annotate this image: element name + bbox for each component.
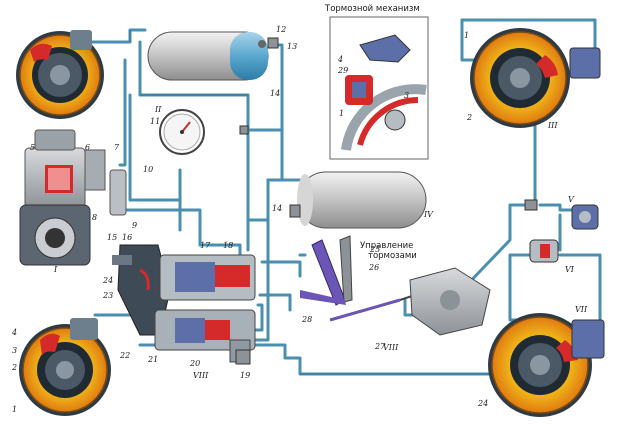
label-1-inset: 1 xyxy=(339,109,344,118)
label-roman-iii: III xyxy=(547,121,558,130)
front-right-brake-drum xyxy=(470,28,601,128)
label-2-bottom-left: 2 xyxy=(11,363,17,372)
label-roman-vii: VII xyxy=(575,305,588,314)
label-14-top: 14 xyxy=(270,89,280,98)
label-26: 26 xyxy=(368,263,379,272)
label-4-bottom-left: 4 xyxy=(11,328,17,337)
label-8: 8 xyxy=(92,213,97,222)
parking-brake-valve xyxy=(409,267,491,336)
label-roman-v: V xyxy=(568,195,575,204)
label-27: 27 xyxy=(374,342,386,351)
rear-right-brake-drum xyxy=(488,313,605,417)
pipe-fittings xyxy=(235,37,538,365)
label-roman-vi: VI xyxy=(565,265,575,274)
label-28: 28 xyxy=(301,315,312,324)
label-24-left: 24 xyxy=(102,276,113,285)
valve-v xyxy=(571,204,599,230)
label-roman-iv: IV xyxy=(423,210,434,219)
label-9: 9 xyxy=(132,221,137,230)
label-23: 23 xyxy=(102,291,113,300)
label-2-top-right: 2 xyxy=(466,113,472,122)
label-20: 20 xyxy=(189,359,200,368)
label-roman-viii-left: VIII xyxy=(193,371,209,380)
label-roman-i-compressor: I xyxy=(53,265,58,274)
label-16: 16 xyxy=(122,233,132,242)
controls-caption-line2: тормозами xyxy=(368,251,417,261)
label-17: 17 xyxy=(200,241,211,250)
label-4-inset: 4 xyxy=(337,55,343,64)
label-18: 18 xyxy=(223,241,233,250)
inset-title: Тормозной механизм xyxy=(324,4,420,14)
label-19: 19 xyxy=(240,371,250,380)
label-29: 29 xyxy=(337,66,348,75)
label-11: 11 xyxy=(150,117,160,126)
label-1-bottom-left: 1 xyxy=(12,405,17,414)
label-roman-viii-right: VIII xyxy=(383,343,399,352)
controls-caption-line1: Управление xyxy=(360,241,413,251)
label-3-bottom-left: 3 xyxy=(12,346,17,355)
brake-valve-assembly xyxy=(112,244,256,363)
brake-mechanism-inset xyxy=(329,16,429,160)
label-12: 12 xyxy=(276,25,286,34)
label-5: 5 xyxy=(30,143,35,152)
pressure-gauge xyxy=(159,109,205,155)
brake-controls xyxy=(300,235,431,322)
label-1-top-right: 1 xyxy=(464,31,469,40)
label-22: 22 xyxy=(119,351,130,360)
air-tank-iv xyxy=(297,171,427,229)
air-tank-12 xyxy=(147,31,269,81)
label-14-mid: 14 xyxy=(272,204,282,213)
label-24-right: 24 xyxy=(477,399,488,408)
label-10: 10 xyxy=(143,165,153,174)
label-6: 6 xyxy=(85,143,90,152)
label-roman-ii: II xyxy=(154,105,162,114)
label-25: 25 xyxy=(369,245,380,254)
valve-vi xyxy=(529,239,559,263)
compressor xyxy=(19,129,127,266)
rear-left-brake-drum xyxy=(19,318,111,416)
label-15: 15 xyxy=(107,233,117,242)
label-3-inset: 3 xyxy=(404,91,409,100)
label-7: 7 xyxy=(114,143,120,152)
label-21: 21 xyxy=(147,355,158,364)
label-13: 13 xyxy=(287,42,297,51)
front-left-brake-drum xyxy=(16,30,104,119)
